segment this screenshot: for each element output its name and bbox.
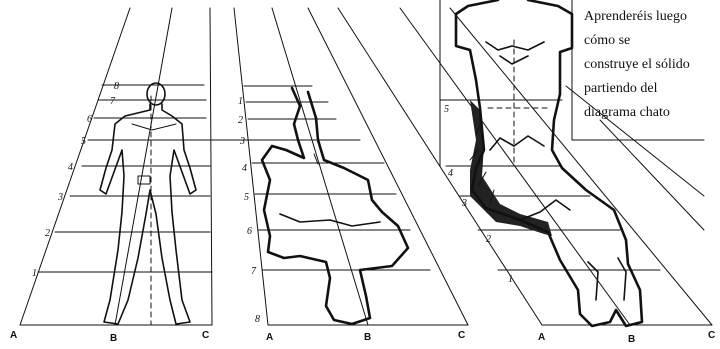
caption-line: cómo se bbox=[584, 33, 630, 48]
foreshortened-base-label-b: B bbox=[364, 332, 371, 343]
solid-level-label: 2 bbox=[486, 234, 491, 245]
foreshortened-level-label: 6 bbox=[247, 226, 252, 237]
front-base-label-b: B bbox=[110, 333, 117, 344]
front-level-label: 4 bbox=[68, 162, 73, 173]
solid-base-label-b: B bbox=[628, 334, 635, 345]
front-base-labels: A B C bbox=[10, 330, 209, 344]
foreshortened-figure-body bbox=[262, 88, 408, 324]
front-level-label: 3 bbox=[57, 192, 63, 203]
foreshortened-level-label: 7 bbox=[251, 266, 257, 277]
foreshortened-level-label: 1 bbox=[238, 96, 243, 107]
caption-line: partiendo del bbox=[584, 81, 658, 96]
foreshortened-level-label: 5 bbox=[244, 192, 249, 203]
foreshortened-level-labels: 1 2 3 4 5 6 7 8 bbox=[238, 96, 260, 325]
front-level-label: 5 bbox=[81, 136, 86, 147]
solid-level-label: 1 bbox=[508, 274, 513, 285]
front-figure-grid bbox=[20, 8, 250, 325]
front-level-label: 7 bbox=[110, 96, 116, 107]
solid-level-label: 4 bbox=[448, 168, 453, 179]
foreshortened-figure-grid bbox=[234, 8, 468, 325]
front-base-label-a: A bbox=[10, 330, 17, 341]
caption-box: Aprenderéis luego cómo se construye el s… bbox=[572, 0, 704, 140]
front-level-label: 8 bbox=[114, 81, 119, 92]
foreshortened-level-label: 8 bbox=[255, 314, 260, 325]
solid-level-label: 3 bbox=[461, 198, 467, 209]
caption-line: construye el sólido bbox=[584, 57, 690, 72]
foreshortened-level-label: 2 bbox=[238, 115, 243, 126]
caption-line: diagrama chato bbox=[584, 105, 670, 120]
solid-level-label: 5 bbox=[444, 104, 449, 115]
foreshortened-level-label: 3 bbox=[239, 136, 245, 147]
front-level-label: 6 bbox=[87, 114, 92, 125]
front-figure-body bbox=[100, 83, 196, 324]
foreshortened-level-label: 4 bbox=[242, 163, 247, 174]
caption-line: Aprenderéis luego bbox=[584, 9, 687, 24]
foreshortened-base-labels: A B C bbox=[266, 330, 465, 343]
solid-base-labels: A B C bbox=[538, 330, 715, 345]
front-level-label: 2 bbox=[45, 228, 50, 239]
solid-base-label-a: A bbox=[538, 332, 545, 343]
front-level-label: 1 bbox=[32, 268, 37, 279]
front-level-labels: 8 7 6 5 4 3 2 1 bbox=[32, 81, 119, 279]
foreshortened-base-label-c: C bbox=[458, 330, 465, 341]
solid-base-label-c: C bbox=[708, 330, 715, 341]
foreshortened-base-label-a: A bbox=[266, 332, 273, 343]
front-base-label-c: C bbox=[202, 330, 209, 341]
